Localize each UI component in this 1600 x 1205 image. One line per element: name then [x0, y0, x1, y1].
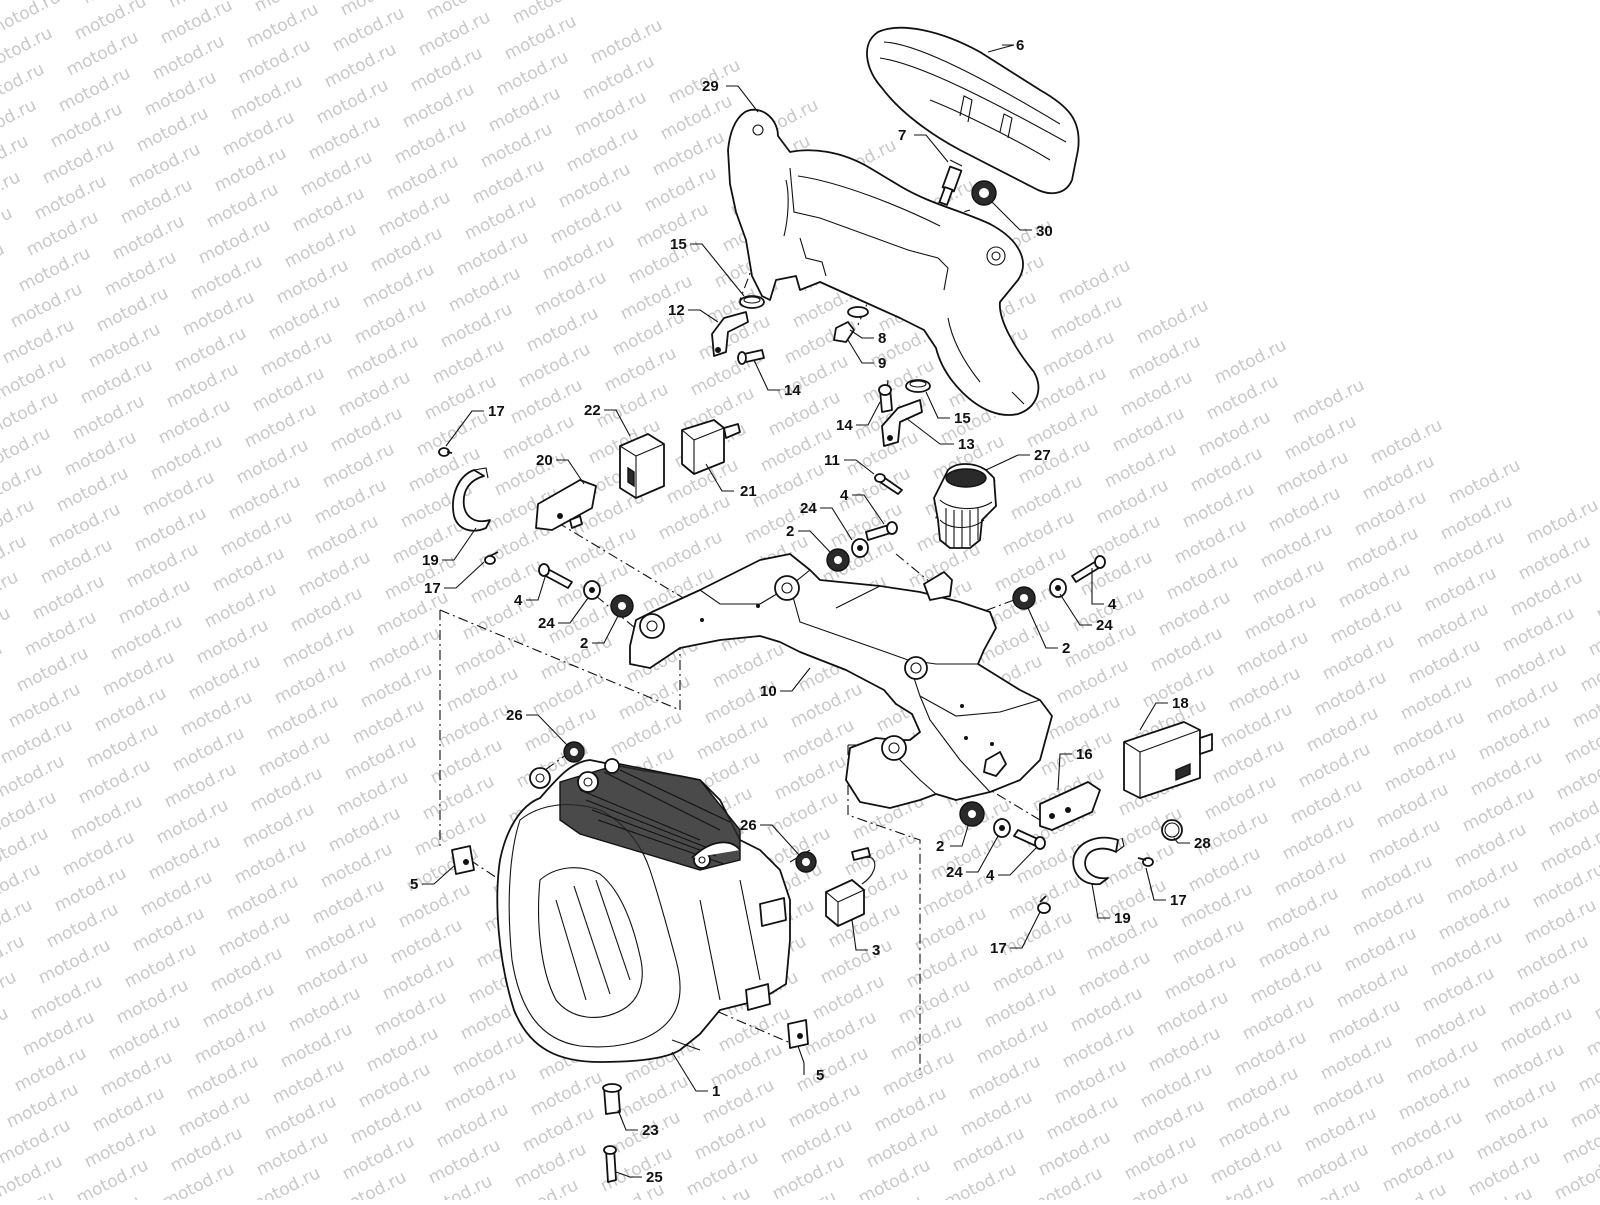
callout-27: 27 [1034, 447, 1051, 464]
watermark-text: motod.ru [0, 603, 14, 656]
callout-3: 3 [872, 942, 880, 959]
callout-19: 19 [1114, 910, 1131, 927]
callout-7: 7 [898, 127, 906, 144]
callout-14: 14 [836, 417, 853, 434]
callout-8: 8 [878, 330, 886, 347]
callout-22: 22 [584, 402, 601, 419]
callout-17: 17 [488, 403, 505, 420]
callout-4: 4 [1108, 596, 1117, 613]
watermark-text: motod.ru [0, 239, 8, 292]
watermark-text: motod.ru [0, 1039, 4, 1092]
callout-2: 2 [580, 635, 588, 652]
callout-19: 19 [422, 552, 439, 569]
watermark-text: motod.ru [0, 1003, 12, 1056]
callout-26: 26 [740, 817, 757, 834]
callout-28: 28 [1194, 835, 1211, 852]
callout-2: 2 [1062, 640, 1070, 657]
watermark-text: motod.ru [1289, 375, 1368, 428]
watermark-text: motod.ru [1367, 415, 1446, 468]
watermark-text: motod.ru [1133, 295, 1212, 348]
callout-2: 2 [936, 838, 944, 855]
callout-1: 1 [712, 1083, 720, 1100]
headlight-assembly-1 [496, 758, 791, 1063]
callout-14: 14 [784, 382, 801, 399]
watermark-text: motod.ru [1055, 255, 1134, 308]
callout-9: 9 [878, 355, 886, 372]
callout-13: 13 [958, 436, 975, 453]
callout-4: 4 [986, 867, 995, 884]
callout-29: 29 [702, 78, 719, 95]
watermark-text: motod.ru [157, 0, 236, 48]
connector-7 [938, 159, 963, 206]
callout-25: 25 [646, 1169, 663, 1186]
callout-16: 16 [1076, 746, 1093, 763]
watermark-text: motod.ru [587, 15, 666, 68]
watermark-text: motod.ru [1593, 571, 1600, 624]
callout-23: 23 [642, 1122, 659, 1139]
relay-21 [681, 419, 741, 475]
callout-2: 2 [786, 523, 794, 540]
upper-hardware [711, 295, 931, 447]
callout-20: 20 [536, 452, 553, 469]
callout-12: 12 [668, 302, 685, 319]
callout-labels: 6 29 7 30 15 12 8 9 14 14 15 13 22 17 20… [410, 37, 1211, 1186]
callout-15: 15 [670, 236, 687, 253]
power-socket-27 [933, 463, 997, 549]
callout-6: 6 [1016, 37, 1024, 54]
cable-clamp-19 [438, 447, 499, 565]
callout-18: 18 [1172, 695, 1189, 712]
bracket-plate-20 [535, 479, 597, 531]
callout-30: 30 [1036, 223, 1053, 240]
callout-10: 10 [760, 683, 777, 700]
cluster-bracket [727, 108, 1040, 416]
callout-5: 5 [816, 1067, 824, 1084]
instrument-cluster [866, 26, 1080, 195]
callout-26: 26 [506, 707, 523, 724]
headlight-bracket-10 [629, 553, 1053, 809]
callout-24: 24 [800, 500, 817, 517]
callout-17: 17 [424, 580, 441, 597]
lower-right-parts [959, 721, 1213, 914]
callout-24: 24 [538, 615, 555, 632]
grommet-30 [971, 180, 997, 206]
watermark-text: motod.ru [0, 639, 6, 692]
callout-24: 24 [1096, 617, 1113, 634]
callout-17: 17 [990, 940, 1007, 957]
callout-4: 4 [840, 487, 849, 504]
callout-15: 15 [954, 410, 971, 427]
callout-21: 21 [740, 483, 757, 500]
watermark-text: motod.ru [1211, 335, 1290, 388]
headlight-hardware [451, 741, 876, 1183]
watermark-text: motod.ru [1591, 971, 1600, 1024]
screw-11 [874, 473, 903, 495]
relay-22 [619, 433, 665, 499]
callout-5: 5 [410, 876, 418, 893]
callout-leaders [422, 44, 1190, 1178]
callout-11: 11 [824, 452, 840, 469]
callout-17: 17 [1170, 892, 1187, 909]
bracket-fasteners [538, 521, 1106, 618]
watermark-text: motod.ru [1445, 455, 1524, 508]
callout-4: 4 [514, 592, 523, 609]
callout-24: 24 [946, 864, 963, 881]
